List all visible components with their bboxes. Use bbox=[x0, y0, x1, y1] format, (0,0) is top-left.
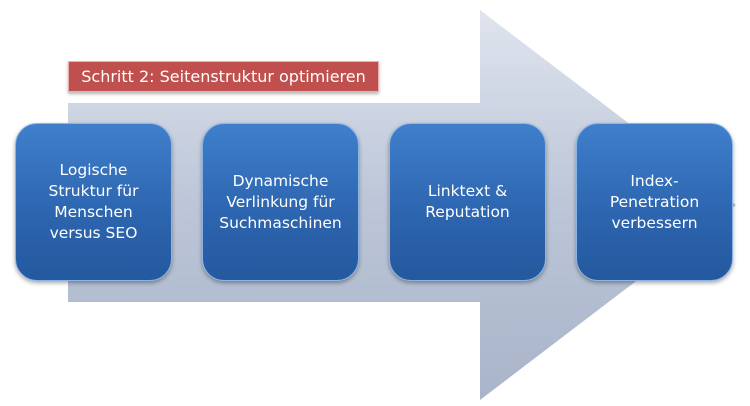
step-box-2: Dynamische Verlinkung für Suchmaschinen bbox=[202, 123, 359, 281]
step-box-3: Linktext & Reputation bbox=[389, 123, 546, 281]
step-box-4: Index- Penetration verbessern bbox=[576, 123, 733, 281]
step-label: Schritt 2: Seitenstruktur optimieren bbox=[68, 61, 379, 92]
step-box-1: Logische Struktur für Menschen versus SE… bbox=[15, 123, 172, 281]
